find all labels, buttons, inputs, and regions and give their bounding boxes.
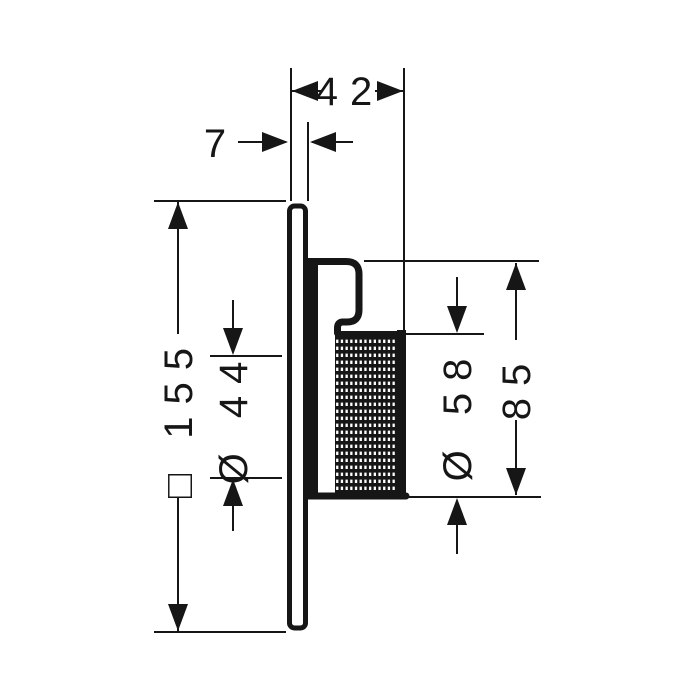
- arrow-right-icon: [377, 81, 403, 101]
- dim-label-44: Ø 44: [212, 350, 256, 485]
- arrow-left-icon: [292, 81, 318, 101]
- handle-neck-outline: [314, 258, 363, 337]
- dimension-plate-thickness-7: 7: [204, 122, 353, 166]
- arrow-up-icon: [168, 202, 188, 229]
- dimension-depth-42: 42: [292, 68, 403, 114]
- handle-stem: [306, 258, 318, 494]
- escutcheon-plate: [287, 203, 308, 631]
- label-mask: [495, 340, 537, 420]
- dimension-hub-diameter-44: Ø 44: [210, 300, 282, 531]
- dimension-plate-square-155: □ 155: [156, 202, 201, 631]
- label-mask: [156, 334, 200, 498]
- label-mask: [321, 68, 375, 112]
- arrow-down-icon: [447, 306, 467, 333]
- dim-label-7: 7: [204, 122, 238, 166]
- arrow-up-icon: [447, 498, 467, 525]
- knurled-grip-texture: [335, 331, 399, 496]
- dim-label-155: □ 155: [157, 336, 201, 498]
- arrow-right-icon: [262, 132, 288, 152]
- dim-label-85: 85: [495, 352, 539, 421]
- arrow-up-icon: [506, 263, 526, 290]
- dimension-grip-diameter-58: Ø 58: [436, 277, 480, 554]
- grip-front-edge: [397, 330, 406, 497]
- dim-label-42: 42: [316, 70, 385, 114]
- dimension-handle-height-85: 85: [495, 263, 539, 495]
- arrow-up-icon: [223, 479, 243, 506]
- arrow-down-icon: [506, 468, 526, 495]
- product-outline: [287, 203, 410, 631]
- arrow-down-icon: [223, 328, 243, 355]
- arrow-down-icon: [168, 604, 188, 631]
- arrow-left-icon: [310, 132, 336, 152]
- extension-lines: [154, 68, 541, 633]
- dim-label-58: Ø 58: [436, 347, 480, 482]
